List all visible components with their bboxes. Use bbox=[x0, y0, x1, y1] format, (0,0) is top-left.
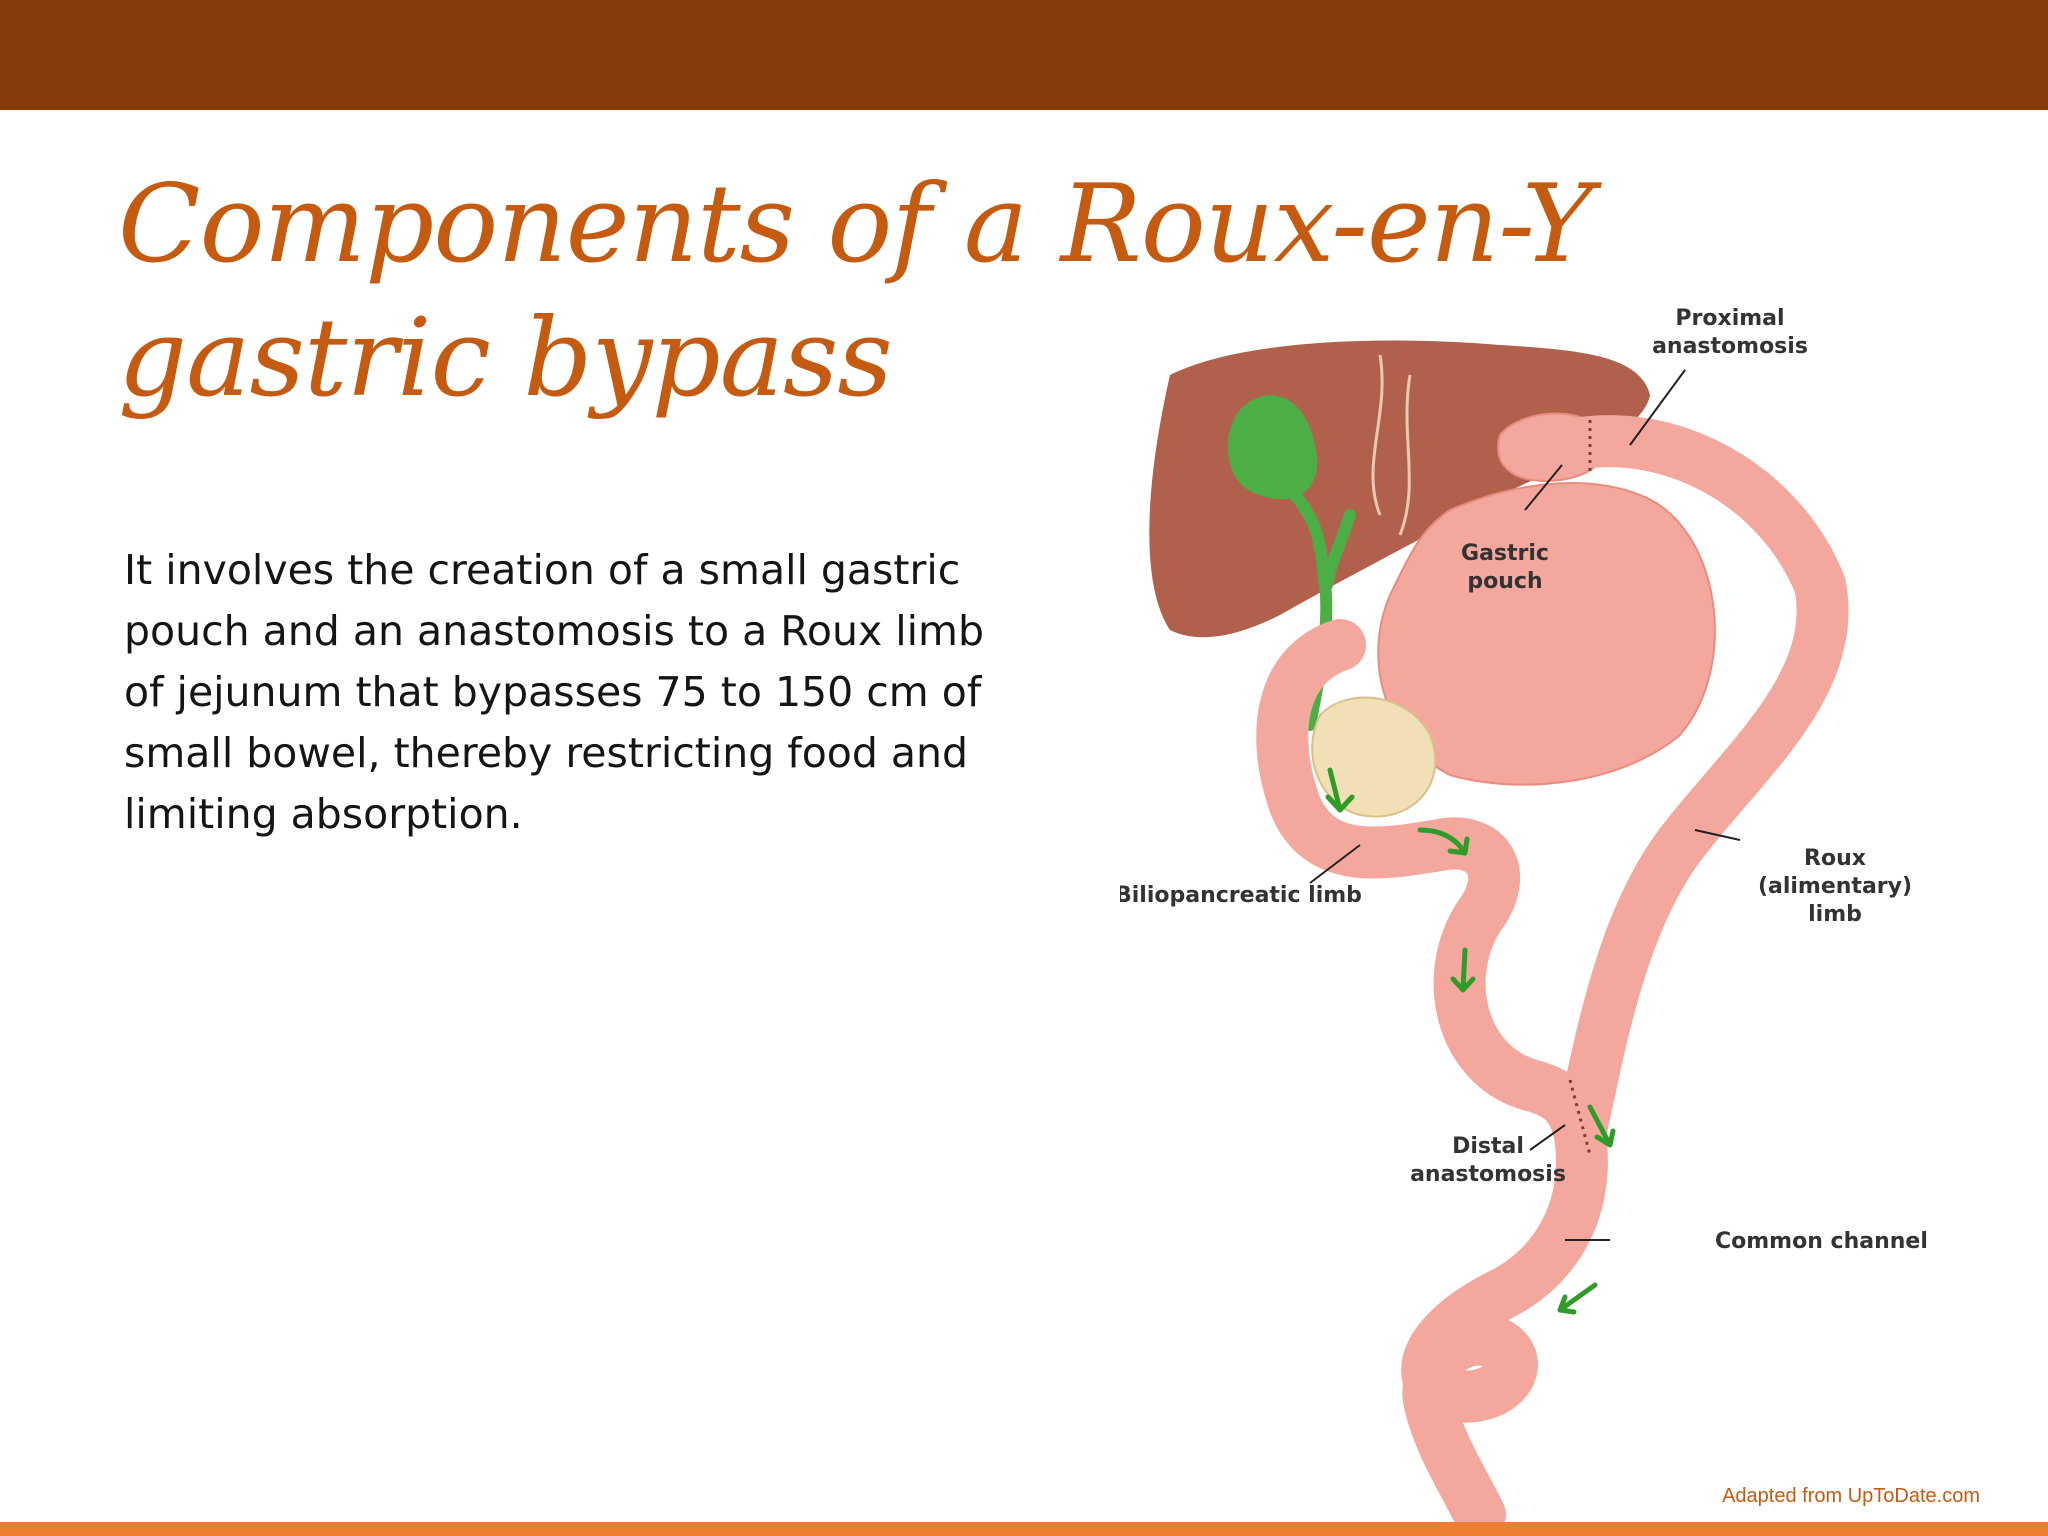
label-proximal-2: anastomosis bbox=[1652, 334, 1808, 359]
roux-en-y-diagram: Proximal anastomosis Gastric pouch Bilio… bbox=[1120, 306, 1928, 1525]
gallbladder-shape bbox=[1227, 395, 1318, 500]
pancreas-shape bbox=[1311, 696, 1437, 818]
leader-line bbox=[1524, 464, 1563, 511]
label-roux-2: (alimentary) bbox=[1758, 874, 1912, 899]
distal-staples bbox=[1568, 1079, 1592, 1156]
liver-vessel bbox=[1398, 374, 1412, 536]
label-common: Common channel bbox=[1715, 1229, 1928, 1254]
label-proximal-1: Proximal bbox=[1675, 306, 1784, 331]
stomach-remnant bbox=[1377, 482, 1716, 786]
label-distal-2: anastomosis bbox=[1410, 1162, 1566, 1187]
label-gastric-2: pouch bbox=[1467, 569, 1542, 594]
leader-line bbox=[1694, 829, 1741, 841]
label-roux-1: Roux bbox=[1804, 846, 1866, 871]
leader-line bbox=[1529, 1124, 1566, 1151]
liver-vessel bbox=[1371, 354, 1384, 516]
leader-line bbox=[1629, 369, 1686, 446]
title-line-2: gastric bypass bbox=[118, 296, 893, 421]
flow-arrow bbox=[1417, 827, 1470, 856]
title-line-1: Components of a Roux-en-Y bbox=[118, 162, 1593, 287]
flow-arrow bbox=[1450, 947, 1476, 993]
slide-title: Components of a Roux-en-Y gastric bypass bbox=[118, 158, 1618, 426]
label-gastric-1: Gastric bbox=[1461, 541, 1549, 566]
bile-duct bbox=[1321, 509, 1356, 591]
flow-arrow bbox=[1557, 1282, 1598, 1315]
label-roux-3: limb bbox=[1808, 902, 1862, 927]
label-biliopancreatic: Biliopancreatic limb bbox=[1120, 883, 1362, 908]
flow-arrow bbox=[1325, 767, 1355, 813]
top-banner bbox=[0, 0, 2048, 110]
source-credit: Adapted from UpToDate.com bbox=[1722, 1485, 1980, 1507]
flow-arrow bbox=[1587, 1104, 1616, 1148]
label-distal-1: Distal bbox=[1452, 1134, 1524, 1159]
biliopancreatic-limb-tube bbox=[1256, 619, 1606, 1161]
bottom-banner bbox=[0, 1522, 2048, 1536]
roux-limb-tube bbox=[1544, 415, 1849, 1161]
leader-line bbox=[1309, 844, 1361, 884]
body-text: It involves the creation of a small gast… bbox=[124, 546, 984, 838]
common-channel-tube bbox=[1401, 1109, 1608, 1525]
